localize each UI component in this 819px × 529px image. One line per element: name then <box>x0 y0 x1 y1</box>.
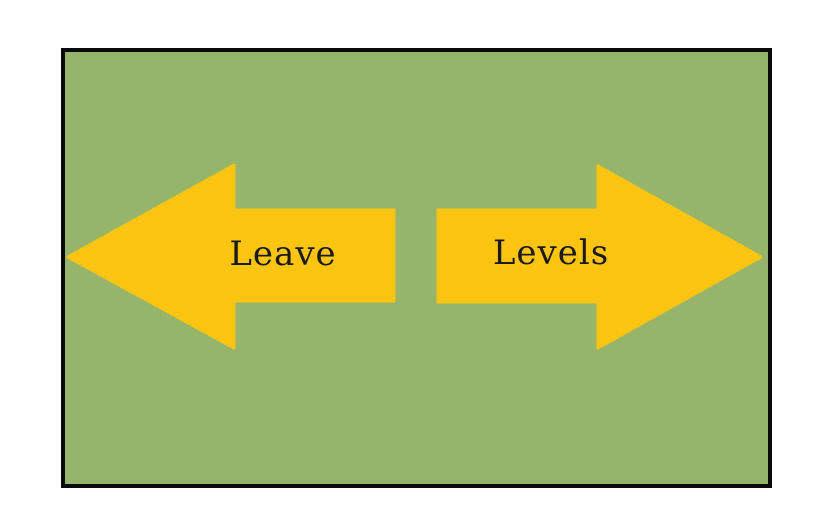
levels-button[interactable]: Levels <box>436 164 763 350</box>
leave-label: Leave <box>229 234 336 274</box>
arrow-right-icon <box>436 164 763 350</box>
arrow-left-icon <box>66 163 396 350</box>
leave-button[interactable]: Leave <box>66 163 396 350</box>
levels-label: Levels <box>493 233 609 273</box>
